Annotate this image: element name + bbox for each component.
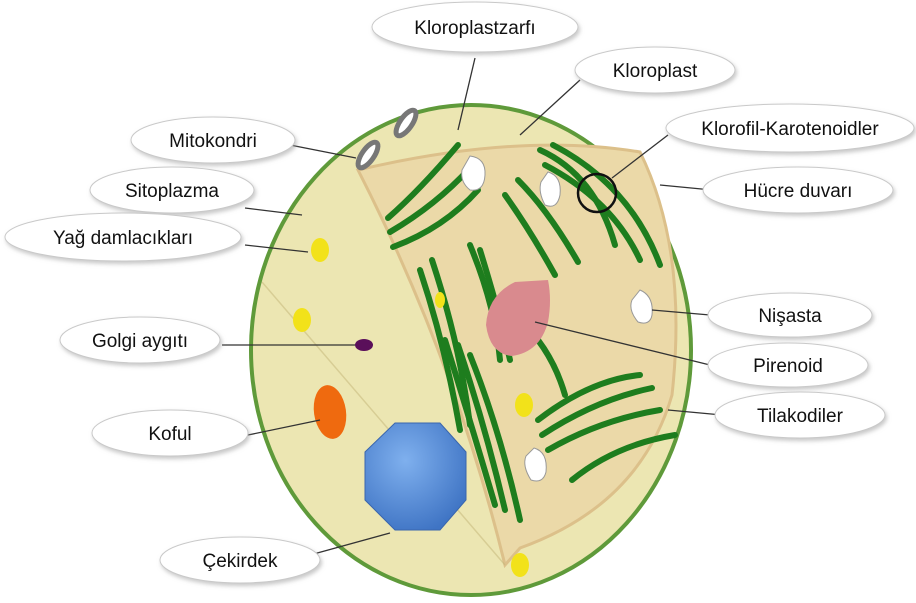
label-text-koful: Koful [148,424,191,445]
nucleus [365,423,466,530]
label-kloroplast: Kloroplast [575,47,735,93]
label-text-sitoplazma: Sitoplazma [125,181,219,202]
lipid-droplet [293,308,311,332]
label-text-mitokondri: Mitokondri [169,131,257,152]
lipid-droplet [511,553,529,577]
lipid-droplet [435,292,445,308]
label-klorofil: Klorofil-Karotenoidler [666,104,914,152]
label-koful: Koful [92,410,248,456]
label-text-golgi-aygiti: Golgi aygıtı [92,331,188,352]
label-pirenoid: Pirenoid [708,343,868,387]
label-cekirdek: Çekirdek [160,537,320,583]
label-text-tilakodiler: Tilakodiler [757,406,844,427]
golgi-apparatus [355,339,373,351]
label-nisasta: Nişasta [708,293,872,337]
label-yag-damlaciklari: Yağ damlacıkları [5,213,241,261]
label-text-kloroplast: Kloroplast [613,61,698,82]
label-golgi-aygiti: Golgi aygıtı [60,317,220,363]
label-mitokondri: Mitokondri [131,117,295,163]
label-kloroplast-zarfi: Kloroplastzarfı [372,2,578,52]
label-text-cekirdek: Çekirdek [203,551,278,572]
label-sitoplazma: Sitoplazma [90,167,254,213]
lipid-droplet [515,393,533,417]
label-text-hucre-duvari: Hücre duvarı [744,181,853,202]
lipid-droplet [311,238,329,262]
label-text-nisasta: Nişasta [758,306,822,327]
label-tilakodiler: Tilakodiler [715,392,885,438]
label-text-kloroplast-zarfi: Kloroplastzarfı [414,18,535,39]
label-text-yag-damlaciklari: Yağ damlacıkları [53,228,193,249]
label-hucre-duvari: Hücre duvarı [703,167,893,213]
label-text-pirenoid: Pirenoid [753,356,823,377]
label-text-klorofil: Klorofil-Karotenoidler [701,119,879,140]
